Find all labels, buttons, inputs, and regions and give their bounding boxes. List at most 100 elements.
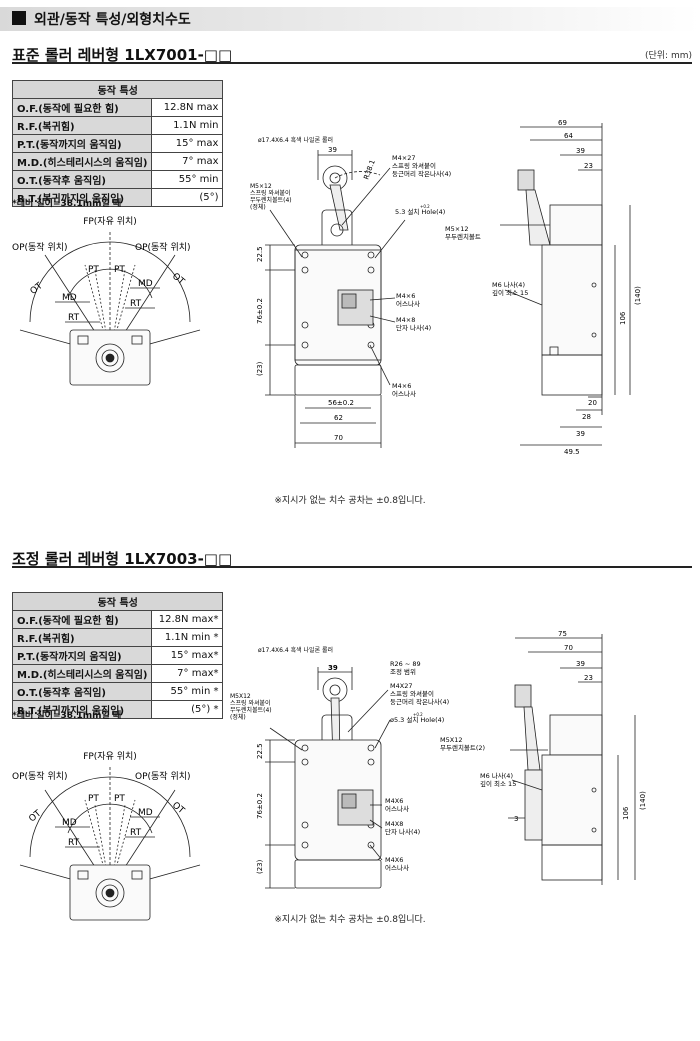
- spec-key: P.T.(동작까지의 움직임): [11, 646, 153, 665]
- hole-tolerance: +0.2: [420, 204, 430, 209]
- spec-value: 12.8N max*: [151, 610, 224, 629]
- operating-diagram-2: FP(자유 위치) OP(동작 위치) OP(동작 위치) PT PT MD M…: [12, 750, 201, 921]
- pt-right-label: PT: [114, 265, 125, 275]
- header-square-icon: [12, 11, 26, 25]
- dim-70-2: 70: [564, 644, 573, 652]
- callout-m6-2: M6 나사(4)깊이 최소 15: [480, 771, 516, 788]
- callout-hole-2: ø5.3 설치 Hole(4): [390, 715, 444, 724]
- dim-70: 70: [334, 434, 343, 442]
- lever-note-1: *레버 길이=38.1mm일 때: [12, 199, 122, 209]
- section-2-title: 조정 롤러 레버형 1LX7003-□□: [12, 550, 233, 568]
- ot-right-label: OT: [170, 271, 186, 287]
- md-right-label: MD: [138, 279, 153, 289]
- spec-value: 1.1N min *: [151, 628, 224, 647]
- spec-key: O.T.(동작후 움직임): [11, 682, 153, 701]
- spec-key: O.T.(동작후 움직임): [11, 170, 153, 189]
- spec-value: 12.8N max: [151, 98, 224, 117]
- dim-39-2: 39: [328, 664, 338, 672]
- op-left-label: OP(동작 위치): [12, 770, 68, 782]
- ot-left-label: OT: [27, 808, 43, 824]
- spec-value: 55° min: [151, 170, 224, 189]
- pt-left-label: PT: [88, 265, 99, 275]
- spec-key: O.F.(동작에 필요한 힘): [11, 610, 153, 629]
- md-left-label: MD: [62, 293, 77, 303]
- dim-23-side: 23: [584, 162, 593, 170]
- spec-key: R.F.(복귀힘): [11, 628, 153, 647]
- callout-m6: M6 나사(4)깊이 최소 15: [492, 280, 528, 297]
- md-right-label: MD: [138, 808, 153, 818]
- roller-note: ø17.4X6.4 흑색 나일론 롤러: [258, 136, 333, 144]
- spec-key: R.F.(복귀힘): [11, 116, 153, 135]
- op-right-label: OP(동작 위치): [135, 770, 191, 782]
- side-view-1: 69 64 39 23 (140) 106 20 28 39 49.5 M5×1…: [445, 119, 642, 456]
- dim-49-5: 49.5: [564, 448, 580, 456]
- spec-value: 15° max*: [151, 646, 224, 665]
- spec-value: 7° max*: [151, 664, 224, 683]
- dim-28: 28: [582, 413, 591, 421]
- pt-right-label: PT: [114, 794, 125, 804]
- fp-label: FP(자유 위치): [83, 750, 137, 762]
- dim-23-side-2: 23: [584, 674, 593, 682]
- spec-value: 55° min *: [151, 682, 224, 701]
- operating-diagram-1: FP(자유 위치) OP(동작 위치) OP(동작 위치) PT PT MD M…: [12, 215, 201, 386]
- hole-tolerance-2: +0.2: [413, 712, 423, 717]
- spec-key: P.T.(동작까지의 움직임): [11, 134, 153, 153]
- dim-3: 3: [514, 815, 518, 823]
- section-1-rule: [12, 62, 692, 64]
- dim-23-2: (23): [256, 859, 264, 874]
- ot-right-label: OT: [170, 800, 186, 816]
- spec-value: 7° max: [151, 152, 224, 171]
- spec-key: R.T.(복귀까지의 움직임): [11, 188, 153, 207]
- dim-69: 69: [558, 119, 567, 127]
- unit-label: (단위: mm): [644, 51, 692, 61]
- rt-left-label: RT: [68, 313, 80, 323]
- callout-hole: 5.3 설치 Hole(4): [395, 207, 445, 216]
- dim-56: 56±0.2: [328, 399, 354, 407]
- dim-r38: R38.1: [362, 159, 377, 181]
- dim-140: (140): [634, 286, 642, 305]
- pt-left-label: PT: [88, 794, 99, 804]
- rt-right-label: RT: [130, 828, 142, 838]
- dim-76-2: 76±0.2: [256, 793, 264, 819]
- spec-value: (5°): [151, 188, 224, 207]
- spec-key: R.T.(복귀까지의 움직임): [11, 700, 153, 719]
- dim-20: 20: [588, 399, 597, 407]
- roller-note-2: ø17.4X6.4 흑색 나일론 롤러: [258, 646, 333, 654]
- section-header-bar: 외관/동작 특성/외형치수도: [0, 7, 700, 31]
- spec-key: O.F.(동작에 필요한 힘): [11, 98, 153, 117]
- lever-note-2: *레버 길이=38.1mm일 때: [12, 711, 122, 721]
- dim-64: 64: [564, 132, 573, 140]
- dim-39-bottom: 39: [576, 430, 585, 438]
- spec-table-1: 동작 특성 O.F.(동작에 필요한 힘)12.8N max R.F.(복귀힘)…: [11, 80, 224, 207]
- ot-left-label: OT: [29, 281, 45, 297]
- spec-value: 1.1N min: [151, 116, 224, 135]
- rt-left-label: RT: [68, 838, 80, 848]
- dim-39-side-2: 39: [576, 660, 585, 668]
- page-title: 외관/동작 특성/외형치수도: [34, 12, 191, 28]
- dim-22-5: 22.5: [256, 246, 264, 262]
- dim-22-5-2: 22.5: [256, 743, 264, 759]
- front-view-1: ø17.4X6.4 흑색 나일론 롤러 39 R38.1 22.5 76±0.2…: [250, 136, 451, 448]
- op-left-label: OP(동작 위치): [12, 241, 68, 253]
- dim-39-side: 39: [576, 147, 585, 155]
- op-right-label: OP(동작 위치): [135, 241, 191, 253]
- dim-106: 106: [619, 311, 627, 325]
- dim-140-2: (140): [639, 791, 647, 810]
- spec-key: M.D.(히스테리시스의 움직임): [11, 664, 153, 683]
- dim-23: (23): [256, 361, 264, 376]
- tolerance-note-1: ※지시가 없는 치수 공차는 ±0.8입니다.: [274, 496, 426, 506]
- section-1-title: 표준 롤러 레버형 1LX7001-□□: [12, 46, 233, 64]
